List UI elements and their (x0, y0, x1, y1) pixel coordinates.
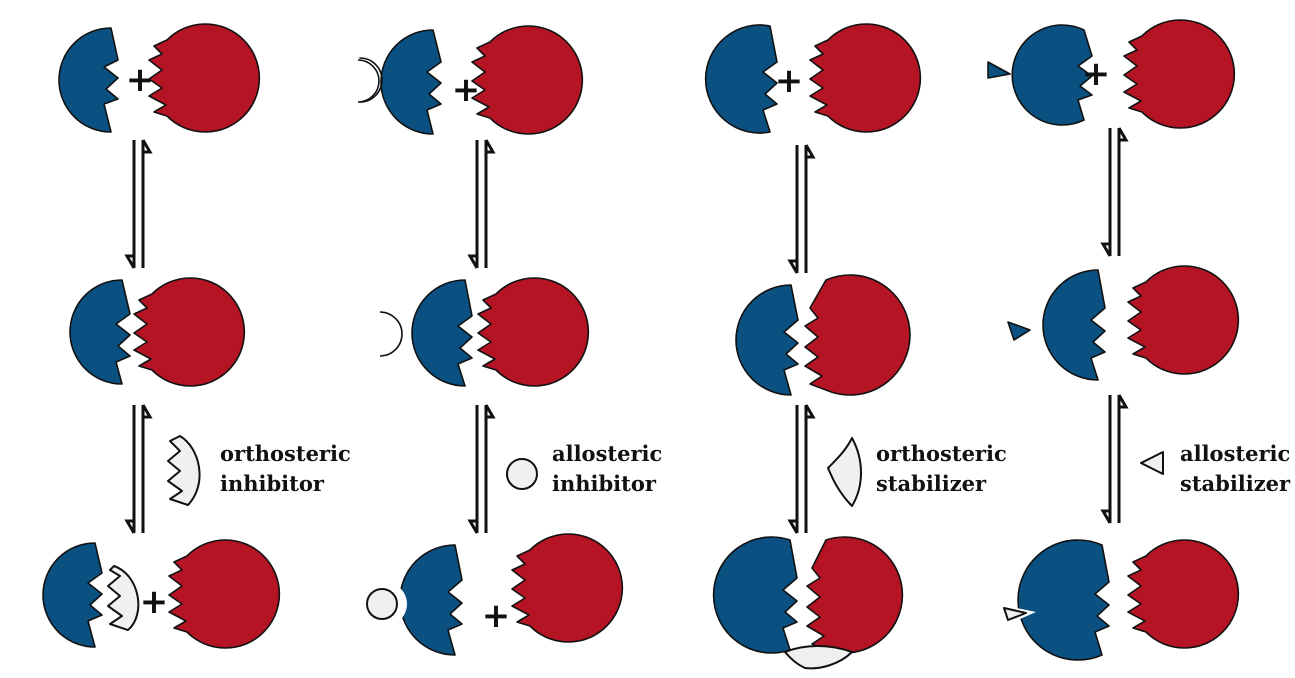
orthosteric-stabilizer-icon (827, 437, 862, 507)
ligand-label: orthosteric inhibitor (220, 441, 358, 496)
column-orthosteric-stabilizer: + orthosteric stabilizer (704, 23, 1014, 670)
equilibrium-arrows (467, 404, 496, 534)
ligand-label-line-2: stabilizer (876, 471, 987, 496)
protein-b-free (168, 539, 281, 649)
orthosteric-stabilizer-bound-icon (784, 645, 853, 670)
protein-a-complex (411, 279, 473, 387)
protein-a-bound (712, 536, 798, 654)
protein-b-complex (1127, 265, 1240, 375)
equilibrium-arrows (467, 139, 496, 269)
plus-sign: + (482, 596, 511, 636)
plus-sign: + (452, 70, 481, 110)
protein-b-unbound (148, 23, 261, 133)
protein-b-free (1127, 539, 1240, 649)
ligand-label-line-2: inhibitor (552, 471, 657, 496)
orthosteric-inhibitor-bound-icon (107, 565, 140, 631)
allosteric-notch (379, 311, 403, 357)
ligand-label-line-2: stabilizer (1180, 471, 1291, 496)
equilibrium-arrows (787, 404, 816, 534)
protein-a-unbound (704, 24, 778, 134)
ligand-label: allosteric stabilizer (1180, 441, 1295, 496)
protein-a-complex (1007, 269, 1106, 381)
allosteric-stabilizer-icon (1140, 451, 1164, 475)
protein-a-unbound (987, 24, 1093, 126)
protein-b-free (511, 533, 624, 643)
allosteric-notch (357, 59, 380, 103)
protein-a-unbound (58, 27, 119, 133)
equilibrium-arrows (1100, 127, 1129, 257)
equilibrium-arrows (1100, 394, 1129, 524)
equilibrium-arrows (124, 139, 153, 269)
protein-b-bound (806, 536, 904, 654)
plus-sign: + (140, 582, 169, 622)
ligand-label: orthosteric stabilizer (876, 441, 1014, 496)
ligand-label-line-1: allosteric (1180, 441, 1290, 466)
protein-b-unbound (471, 25, 584, 135)
protein-b-unbound (1123, 19, 1236, 129)
plus-sign: + (126, 60, 155, 100)
protein-a-bound (1017, 539, 1110, 661)
protein-a-complex (69, 279, 131, 385)
column-allosteric-inhibitor: + allosteric inhibitor (357, 25, 670, 656)
protein-b-complex (133, 277, 246, 387)
equilibrium-arrows (124, 404, 153, 534)
protein-b-complex (804, 274, 911, 396)
protein-a-complex (735, 284, 799, 396)
plus-sign: + (775, 61, 804, 101)
ligand-label-line-1: allosteric (552, 441, 662, 466)
equilibrium-arrows (787, 144, 816, 274)
protein-b-complex (477, 277, 590, 387)
ligand-label-line-1: orthosteric (220, 441, 351, 466)
ligand-label: allosteric inhibitor (552, 441, 670, 496)
protein-a-bound (42, 542, 103, 648)
allosteric-inhibitor-icon (506, 458, 538, 490)
orthosteric-inhibitor-icon (167, 435, 201, 506)
allosteric-inhibitor-bound-icon (366, 588, 398, 620)
protein-b-unbound (809, 23, 922, 133)
ligand-label-line-1: orthosteric (876, 441, 1007, 466)
ligand-label-line-2: inhibitor (220, 471, 325, 496)
protein-a-bound (399, 544, 463, 656)
column-allosteric-stabilizer: + allosteric stabilizer (987, 19, 1295, 661)
column-orthosteric-inhibitor: + orthosteric inhibitor + (42, 23, 358, 649)
plus-sign: + (1082, 54, 1111, 94)
allosteric-stabilizer-bound-icon (1003, 607, 1027, 621)
